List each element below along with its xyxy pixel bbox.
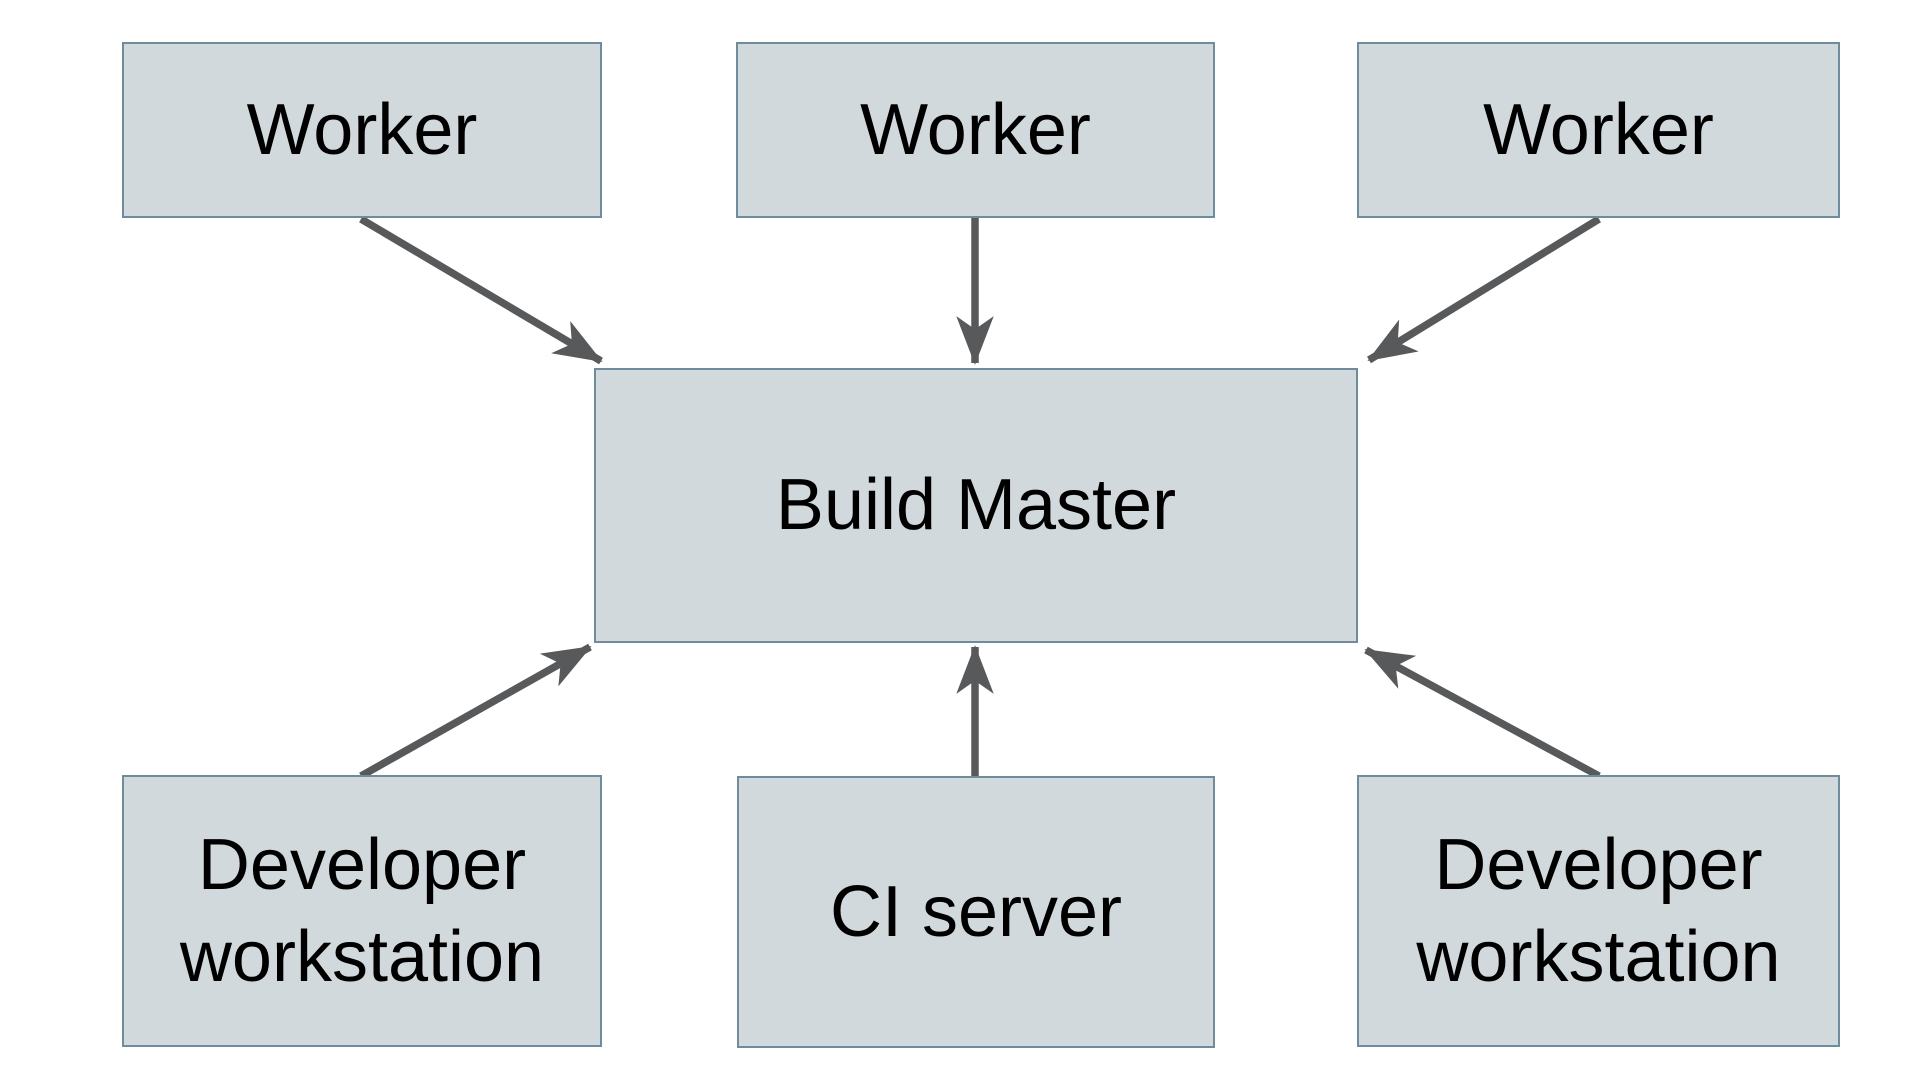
- node-ci-server-label: CI server: [829, 871, 1123, 952]
- node-worker-3: Worker: [1357, 42, 1840, 218]
- node-dev-workstation-right: Developer workstation: [1357, 775, 1840, 1047]
- node-dev-workstation-left: Developer workstation: [122, 775, 602, 1047]
- arrow-worker-3-to-build-master: [1367, 215, 1601, 364]
- node-worker-2: Worker: [736, 42, 1215, 218]
- arrow-dev-workstation-left-to-build-master: [359, 643, 592, 780]
- node-worker-1-label: Worker: [246, 89, 478, 170]
- node-worker-2-label: Worker: [860, 89, 1091, 170]
- node-worker-3-label: Worker: [1483, 89, 1714, 170]
- node-dev-workstation-right-label: Developer workstation: [1416, 824, 1781, 997]
- node-worker-1: Worker: [122, 42, 602, 218]
- arrow-worker-1-to-build-master: [359, 215, 603, 365]
- node-dev-workstation-left-label: Developer workstation: [179, 824, 545, 997]
- arrow-dev-workstation-right-to-build-master: [1364, 646, 1601, 780]
- node-build-master: Build Master: [594, 368, 1358, 643]
- node-build-master-label: Build Master: [775, 465, 1177, 546]
- node-ci-server: CI server: [737, 776, 1215, 1048]
